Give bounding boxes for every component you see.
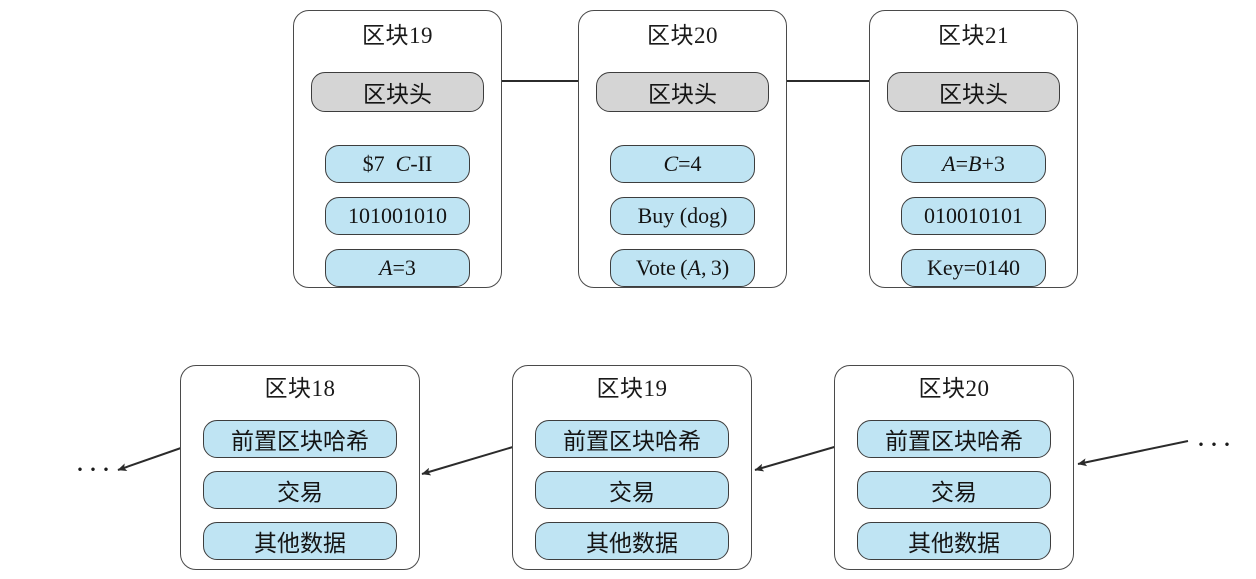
block-title: 区块18 (264, 376, 336, 401)
prev-block-hash-pill[interactable]: 前置区块哈希 (535, 420, 729, 458)
data-pill-text: A=3 (379, 255, 416, 280)
block-card-top-3[interactable]: 区块21 区块头 A=B+3 010010101 Key=0140 (869, 10, 1078, 288)
block-card-bottom-1[interactable]: 区块18 前置区块哈希 交易 其他数据 (180, 365, 420, 570)
prev-block-hash-pill[interactable]: 前置区块哈希 (857, 420, 1051, 458)
block-data-pill[interactable]: A=3 (325, 249, 470, 287)
block-data-pill[interactable]: 101001010 (325, 197, 470, 235)
block-title: 区块21 (938, 23, 1009, 48)
other-data-pill[interactable]: 其他数据 (203, 522, 397, 560)
block-title: 区块19 (362, 23, 433, 48)
ellipsis-right: ··· (1196, 428, 1235, 461)
data-pill-text: A=B+3 (942, 151, 1005, 176)
prev-block-hash-pill[interactable]: 前置区块哈希 (203, 420, 397, 458)
block-header-pill[interactable]: 区块头 (596, 72, 769, 112)
transaction-pill[interactable]: 交易 (535, 471, 729, 509)
block-title: 区块20 (647, 23, 718, 48)
block-card-bottom-3[interactable]: 区块20 前置区块哈希 交易 其他数据 (834, 365, 1074, 570)
block-card-top-2[interactable]: 区块20 区块头 C=4 Buy (dog) Vote (A, 3) (578, 10, 787, 288)
block-data-pill[interactable]: 010010101 (901, 197, 1046, 235)
transaction-pill[interactable]: 交易 (857, 471, 1051, 509)
block-data-pill[interactable]: Key=0140 (901, 249, 1046, 287)
block-data-pill[interactable]: Buy (dog) (610, 197, 755, 235)
block-card-top-1[interactable]: 区块19 区块头 $7 C-II 101001010 A=3 (293, 10, 502, 288)
other-data-pill[interactable]: 其他数据 (535, 522, 729, 560)
data-pill-text: $7 C-II (362, 151, 433, 176)
data-pill-text: C=4 (663, 151, 702, 176)
ellipsis-left: ··· (75, 453, 114, 486)
block-data-pill[interactable]: $7 C-II (325, 145, 470, 183)
data-pill-text: Vote (A, 3) (635, 255, 730, 280)
block-header-pill[interactable]: 区块头 (887, 72, 1060, 112)
transaction-pill[interactable]: 交易 (203, 471, 397, 509)
block-header-pill[interactable]: 区块头 (311, 72, 484, 112)
block-card-bottom-2[interactable]: 区块19 前置区块哈希 交易 其他数据 (512, 365, 752, 570)
block-title: 区块19 (596, 376, 668, 401)
other-data-pill[interactable]: 其他数据 (857, 522, 1051, 560)
block-data-pill[interactable]: C=4 (610, 145, 755, 183)
arrow-bottom-ellipsis-to-block20 (1077, 440, 1189, 467)
block-data-pill[interactable]: A=B+3 (901, 145, 1046, 183)
block-title: 区块20 (918, 376, 990, 401)
block-data-pill[interactable]: Vote (A, 3) (610, 249, 755, 287)
